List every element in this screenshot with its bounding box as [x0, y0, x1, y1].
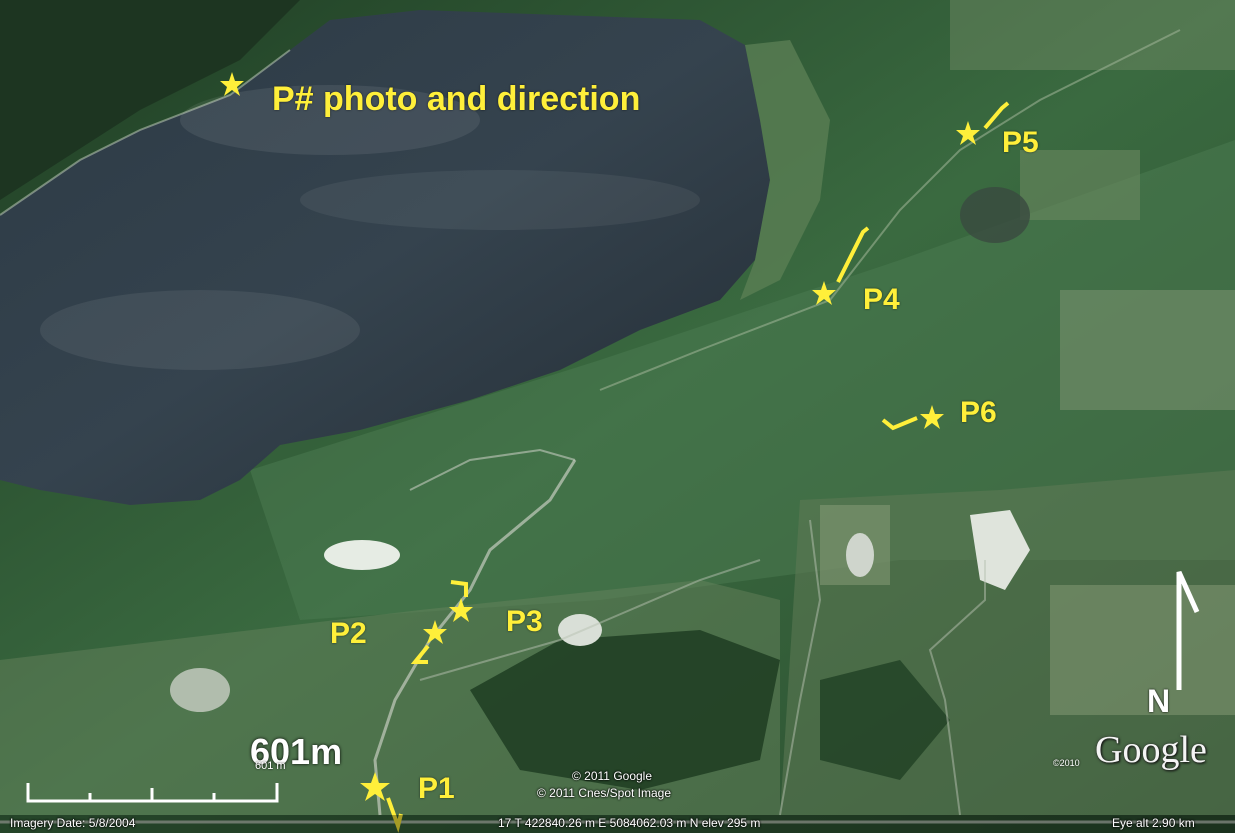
p6-star-icon[interactable] — [920, 405, 944, 429]
p4-direction-arrow — [836, 226, 870, 283]
north-label: N — [1147, 683, 1171, 719]
coordinates-readout: 17 T 422840.26 m E 5084062.03 m N elev 2… — [498, 816, 761, 830]
scale-bar-small-label: 601 m — [255, 760, 286, 772]
north-arrow-icon — [1176, 570, 1200, 690]
p6-direction-arrow — [881, 416, 918, 431]
google-copyright: © 2011 Google — [572, 769, 653, 783]
p3-star-icon[interactable] — [449, 598, 473, 622]
point-label-p4[interactable]: P4 — [863, 283, 900, 316]
p2-star-icon[interactable] — [423, 620, 447, 644]
status-bar — [0, 815, 1235, 833]
point-label-p3[interactable]: P3 — [506, 605, 543, 638]
p2-direction-arrow — [410, 644, 430, 664]
point-label-p6[interactable]: P6 — [960, 396, 997, 429]
scale-bar-label: 601m — [250, 731, 343, 772]
cnes-copyright: © 2011 Cnes/Spot Image — [537, 786, 672, 800]
google-logo: Google — [1095, 729, 1207, 771]
legend-star-icon — [220, 72, 244, 96]
point-label-p2[interactable]: P2 — [330, 617, 367, 650]
eye-altitude: Eye alt 2.90 km — [1112, 816, 1195, 830]
p4-star-icon[interactable] — [812, 281, 836, 305]
p5-direction-arrow — [983, 101, 1010, 130]
p3-direction-arrow — [450, 580, 468, 597]
p5-star-icon[interactable] — [956, 121, 980, 145]
p1-star-icon[interactable] — [360, 772, 390, 801]
scale-bar — [26, 783, 279, 803]
point-label-p1[interactable]: P1 — [418, 772, 455, 805]
imagery-date: Imagery Date: 5/8/2004 — [10, 816, 136, 830]
p1-direction-arrow — [386, 797, 403, 833]
point-label-p5[interactable]: P5 — [1002, 126, 1039, 159]
google-logo-year: ©2010 — [1053, 758, 1080, 768]
legend-label: P# photo and direction — [272, 80, 641, 118]
